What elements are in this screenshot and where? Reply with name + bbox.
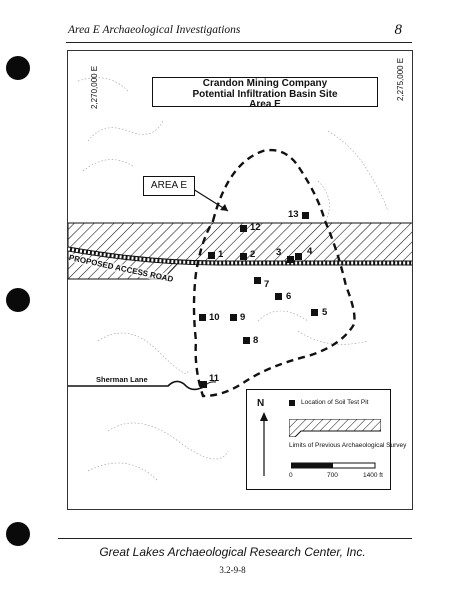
map-title-box: Crandon Mining Company Potential Infiltr… xyxy=(152,77,378,110)
survey-legend-swatch xyxy=(289,419,381,437)
north-arrow-icon xyxy=(260,412,268,476)
pit-label: 3 xyxy=(276,247,282,258)
soil-test-pit xyxy=(240,253,247,260)
pit-label: 9 xyxy=(240,312,246,323)
footer-code: 3.2-9-8 xyxy=(219,565,246,575)
pit-label: 4 xyxy=(307,246,313,257)
survey-legend-label: Limits of Previous Archaeological Survey xyxy=(289,442,407,449)
pit-label: 6 xyxy=(286,291,292,302)
soil-test-pit xyxy=(295,253,302,260)
binder-hole-top xyxy=(6,56,30,80)
area-e-label: AREA E xyxy=(143,176,195,196)
soil-test-pit xyxy=(240,225,247,232)
soil-test-pit xyxy=(311,309,318,316)
pit-label: 1 xyxy=(218,249,224,260)
scale-tick-0: 0 xyxy=(289,472,293,479)
pit-label: 5 xyxy=(322,307,328,318)
area-e-boundary xyxy=(192,148,356,398)
header-title: Area E Archaeological Investigations xyxy=(68,24,241,36)
map-drawing xyxy=(68,77,412,482)
map-title-line-1: Crandon Mining Company xyxy=(202,78,328,89)
coord-right: 2,275,000 E xyxy=(396,57,405,101)
pit-label: 11 xyxy=(209,373,220,384)
soil-test-pit xyxy=(287,256,294,263)
soil-test-pit xyxy=(200,381,207,388)
soil-test-pit xyxy=(208,252,215,259)
pit-legend-swatch xyxy=(289,400,295,406)
map-title-line-3: Area E xyxy=(249,99,281,110)
soil-test-pit xyxy=(230,314,237,321)
area-label-pointer xyxy=(192,188,229,212)
contour-lines xyxy=(77,77,389,482)
pit-legend-label: Location of Soil Test Pit xyxy=(301,399,369,406)
sherman-lane-label: Sherman Lane xyxy=(96,375,148,384)
soil-test-pit xyxy=(275,293,282,300)
binder-hole-bottom xyxy=(6,522,30,546)
footer-rule xyxy=(58,538,412,539)
soil-test-pit xyxy=(243,337,250,344)
pit-label: 8 xyxy=(253,335,259,346)
coord-left: 2,270,000 E xyxy=(90,65,99,109)
map-legend: N Location of Soil Test Pit Limits of Pr… xyxy=(246,389,406,490)
scale-bar xyxy=(291,462,376,469)
soil-test-pit xyxy=(199,314,206,321)
footer-organization: Great Lakes Archaeological Research Cent… xyxy=(99,545,366,559)
map-title-line-2: Potential Infiltration Basin Site xyxy=(192,88,338,100)
pit-label: 10 xyxy=(209,312,220,323)
north-label: N xyxy=(257,398,265,409)
pit-label: 12 xyxy=(250,222,261,233)
page-header: Area E Archaeological Investigations 8 xyxy=(66,22,412,43)
scale-tick-700: 700 xyxy=(327,472,338,479)
pit-label: 13 xyxy=(288,209,299,220)
page-number: 8 xyxy=(394,22,403,38)
soil-test-pit xyxy=(302,212,309,219)
sherman-lane xyxy=(68,380,205,391)
scale-tick-1400: 1400 ft xyxy=(363,472,383,479)
pit-label: 7 xyxy=(264,279,270,290)
map-frame: Crandon Mining Company Potential Infiltr… xyxy=(67,50,413,510)
pit-label: 2 xyxy=(250,249,256,260)
binder-hole-middle xyxy=(6,288,30,312)
soil-test-pit xyxy=(254,277,261,284)
